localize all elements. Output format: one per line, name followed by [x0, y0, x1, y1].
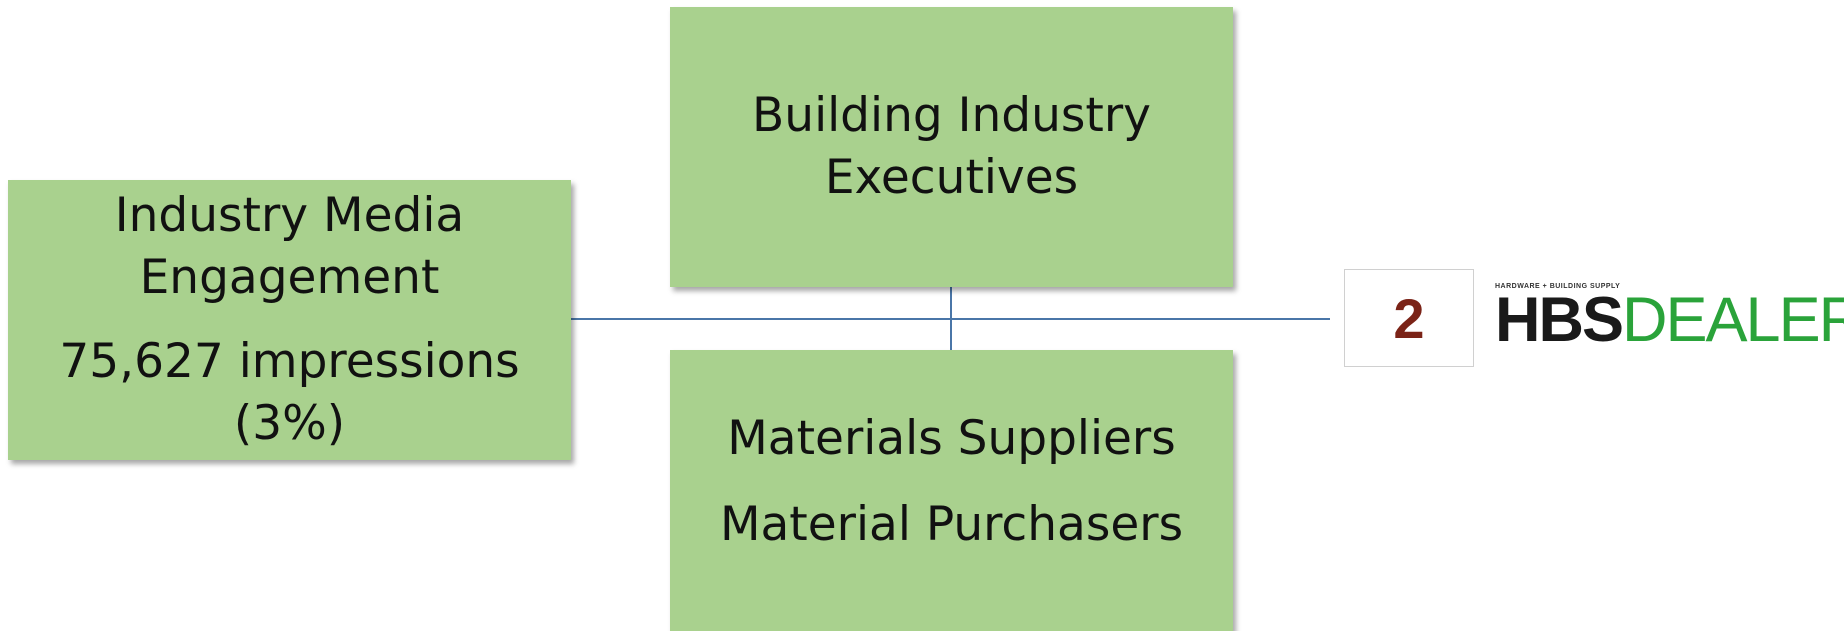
node-title-line-1: Building Industry — [752, 88, 1151, 143]
industry-media-engagement-node: Industry Media Engagement 75,627 impress… — [8, 180, 571, 460]
node-title-line-2: Material Purchasers — [719, 497, 1184, 552]
logo-brand-bold: HBS — [1495, 285, 1624, 355]
building-industry-executives-node: Building Industry Executives — [670, 7, 1233, 287]
materials-suppliers-node: Materials Suppliers Material Purchasers — [670, 350, 1233, 631]
node-title-line-2: Engagement — [139, 250, 440, 305]
node-title-line-2: Executives — [824, 150, 1079, 205]
hbs-dealer-logo: HARDWARE + BUILDING SUPPLY HBSDEALER — [1495, 283, 1844, 353]
logo-brand-regular: DEALER — [1622, 285, 1844, 355]
node-title-line-1: Industry Media — [114, 188, 465, 243]
logo-tagline: HARDWARE + BUILDING SUPPLY — [1495, 283, 1621, 290]
logo-wordmark: HBSDEALER — [1495, 289, 1844, 352]
vertical-connector — [950, 287, 952, 350]
rank-badge: 2 — [1344, 269, 1474, 367]
node-title-line-1: Materials Suppliers — [727, 411, 1176, 466]
impressions-stat: 75,627 impressions (3%) — [59, 334, 520, 451]
